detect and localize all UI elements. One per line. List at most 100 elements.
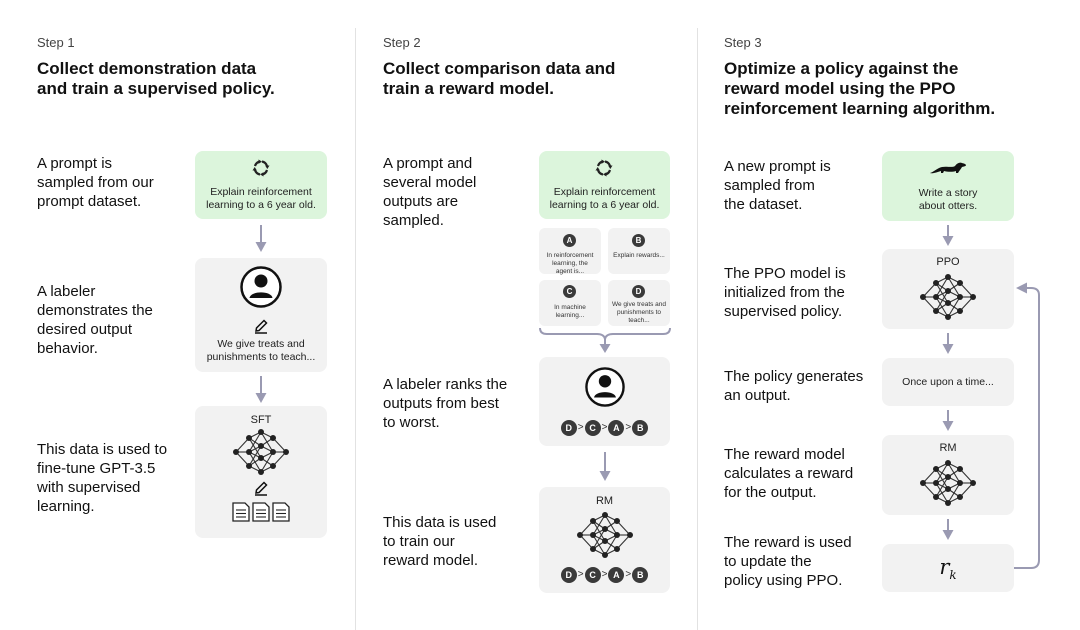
desc-line: The reward is used [724, 534, 852, 551]
output-text-line: teach... [628, 317, 650, 324]
desc-line: A labeler [37, 283, 96, 300]
rank-separator: > [601, 569, 608, 581]
prompt-text: Explain reinforcement learning to a 6 ye… [195, 186, 327, 212]
step3-desc-sample: A new prompt is sampled from the dataset… [724, 157, 831, 214]
step3-reward-card: rk [882, 544, 1014, 592]
rank-badge: D [560, 566, 577, 583]
recycle-arrows-icon [252, 159, 270, 177]
person-icon [240, 266, 282, 308]
reward-subscript: k [949, 568, 957, 583]
desc-line: demonstrates the [37, 302, 153, 319]
step1-desc-prompt: A prompt is sampled from our prompt data… [37, 154, 154, 211]
desc-line: supervised policy. [724, 303, 843, 320]
step2-desc-rank: A labeler ranks the outputs from best to… [383, 375, 507, 432]
desc-line: The policy generates [724, 368, 864, 385]
step2-ranking-card: D>C>A>B [539, 357, 670, 446]
neural-network-icon [920, 274, 976, 320]
output-text: Explain rewards... [610, 252, 668, 260]
output-text-line: In reinforcement [546, 252, 594, 259]
step3-label: Step 3 [724, 35, 762, 50]
output-text-line: learning, the [552, 260, 588, 267]
desc-line: calculates a reward [724, 465, 854, 482]
prompt-text-line: learning to a 6 year old. [206, 199, 316, 211]
rank-badge: A [608, 566, 625, 583]
step3-ppo-card: PPO [882, 249, 1014, 329]
arrow-down-icon [599, 452, 611, 481]
step3-title: Optimize a policy against the reward mod… [724, 59, 1054, 119]
step2-title-line2: train a reward model. [383, 79, 554, 98]
step1-desc-labeler: A labeler demonstrates the desired outpu… [37, 282, 153, 358]
desc-line: policy using PPO. [724, 572, 843, 589]
rank-badge: A [608, 419, 625, 436]
step1-desc-finetune: This data is used to fine-tune GPT-3.5 w… [37, 440, 167, 516]
desc-line: to update the [724, 553, 812, 570]
ranking-row: D>C>A>B [539, 419, 670, 436]
neural-network-icon [233, 429, 289, 475]
desc-line: sampled from [724, 177, 815, 194]
prompt-text-line: Write a story [918, 187, 978, 199]
rm-title: RM [595, 495, 614, 507]
step3-rm-card: RM [882, 435, 1014, 515]
desc-line: A prompt is [37, 155, 113, 172]
desc-line: the dataset. [724, 196, 803, 213]
step3-desc-reward: The reward model calculates a reward for… [724, 445, 853, 502]
rank-separator: > [577, 422, 584, 434]
step3-title-line2: reward model using the PPO [724, 79, 956, 98]
prompt-text-line: learning to a 6 year old. [549, 199, 660, 211]
desc-line: This data is used to [37, 441, 168, 458]
rank-badge: B [632, 419, 649, 436]
prompt-text: Explain reinforcement learning to a 6 ye… [539, 186, 670, 212]
rank-separator: > [577, 569, 584, 581]
step1-label: Step 1 [37, 35, 75, 50]
output-badge: D [632, 285, 645, 298]
rank-badge: C [584, 566, 601, 583]
desc-line: to train our [383, 533, 455, 550]
recycle-arrows-icon [595, 159, 613, 177]
neural-network-icon [920, 460, 976, 506]
desc-line: several model [383, 174, 477, 191]
rank-badge: D [560, 419, 577, 436]
output-badge: C [563, 285, 576, 298]
step2-title-line1: Collect comparison data and [383, 59, 616, 78]
output-text-line: We give treats and [611, 301, 667, 308]
desc-line: learning. [37, 498, 95, 515]
arrow-down-icon [942, 519, 954, 540]
prompt-text-line: Explain reinforcement [553, 186, 656, 198]
desc-line: This data is used [383, 514, 497, 531]
output-card-a: A In reinforcement learning, the agent i… [539, 228, 601, 276]
reward-symbol: rk [882, 555, 1014, 582]
rank-separator: > [625, 422, 632, 434]
desc-line: with supervised [37, 479, 141, 496]
step3-desc-update: The reward is used to update the policy … [724, 533, 852, 590]
ppo-title: PPO [936, 256, 960, 268]
output-badge: B [632, 234, 645, 247]
output-text-line: punishments to [616, 309, 662, 316]
step2-label: Step 2 [383, 35, 421, 50]
step1-title: Collect demonstration data and train a s… [37, 59, 337, 99]
otter-icon [930, 162, 966, 174]
labeler-text-line: punishments to teach... [206, 351, 316, 363]
output-text-line: Explain rewards... [613, 252, 665, 259]
prompt-text-line: about otters. [918, 200, 978, 212]
arrow-down-icon [942, 225, 954, 246]
prompt-text: Write a story about otters. [882, 187, 1014, 213]
output-text: We give treats and punishments to teach.… [610, 301, 668, 325]
pencil-icon [255, 319, 268, 334]
step2-desc-sample: A prompt and several model outputs are s… [383, 154, 476, 230]
step2-prompt-card: Explain reinforcement learning to a 6 ye… [539, 151, 670, 219]
step3-title-line1: Optimize a policy against the [724, 59, 959, 78]
prompt-text-line: Explain reinforcement [210, 186, 312, 198]
desc-line: A labeler ranks the [383, 376, 508, 393]
desc-line: sampled. [383, 212, 444, 229]
desc-line: reward model. [383, 552, 479, 569]
bracket-arrow-icon [539, 328, 671, 353]
desc-line: A prompt and [383, 155, 473, 172]
output-text: In reinforcement learning, the agent is.… [541, 252, 599, 276]
desc-line: The PPO model is [724, 265, 846, 282]
step3-title-line3: reinforcement learning algorithm. [724, 99, 996, 118]
desc-line: behavior. [37, 340, 98, 357]
neural-network-icon [577, 512, 633, 558]
feedback-loop-arrow-icon [1014, 282, 1040, 569]
step2-rm-card: RM D>C>A>B [539, 487, 670, 593]
rank-separator: > [625, 569, 632, 581]
